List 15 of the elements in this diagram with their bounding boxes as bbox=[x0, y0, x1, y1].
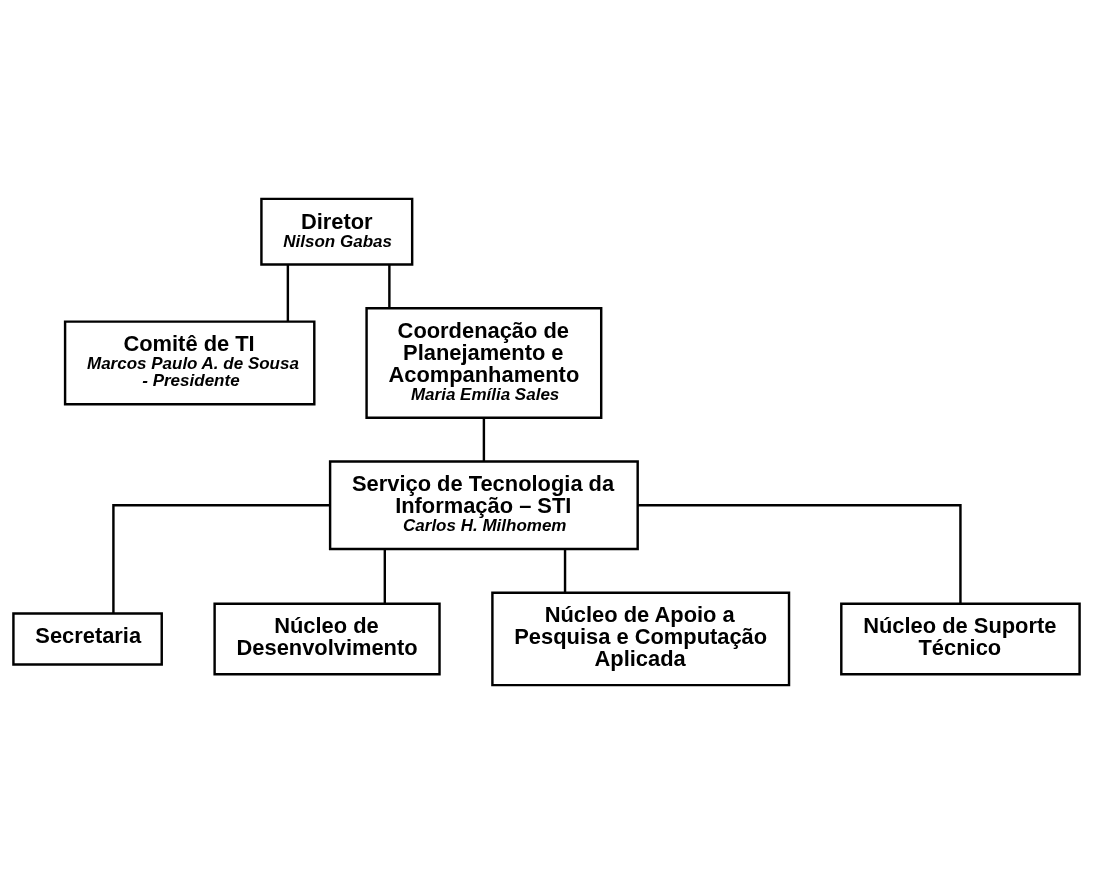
node-box: Núcleo de Suporte Técnico bbox=[840, 602, 1081, 676]
node-box: Coordenação de Planejamento e Acompanhamento Maria Emília Sales bbox=[365, 307, 603, 419]
connector bbox=[563, 549, 567, 593]
connector bbox=[637, 504, 962, 604]
node-box: Serviço de Tecnologia da Informação – STI Carlos H. Milhomem bbox=[328, 460, 639, 551]
connector bbox=[112, 504, 330, 614]
node-box: Núcleo de Apoio a Pesquisa e Computação Aplicada bbox=[491, 591, 791, 687]
connector bbox=[383, 549, 387, 604]
node-box: Comitê de TI Marcos Paulo A. de Sousa - Presidente bbox=[63, 320, 316, 406]
node-box: Secretaria bbox=[12, 612, 163, 666]
node-box: Núcleo de Desenvolvimento bbox=[213, 602, 441, 676]
connector bbox=[286, 264, 290, 322]
node-box: Diretor Nilson Gabas bbox=[260, 197, 414, 266]
connector bbox=[482, 418, 486, 462]
connector bbox=[388, 264, 391, 308]
